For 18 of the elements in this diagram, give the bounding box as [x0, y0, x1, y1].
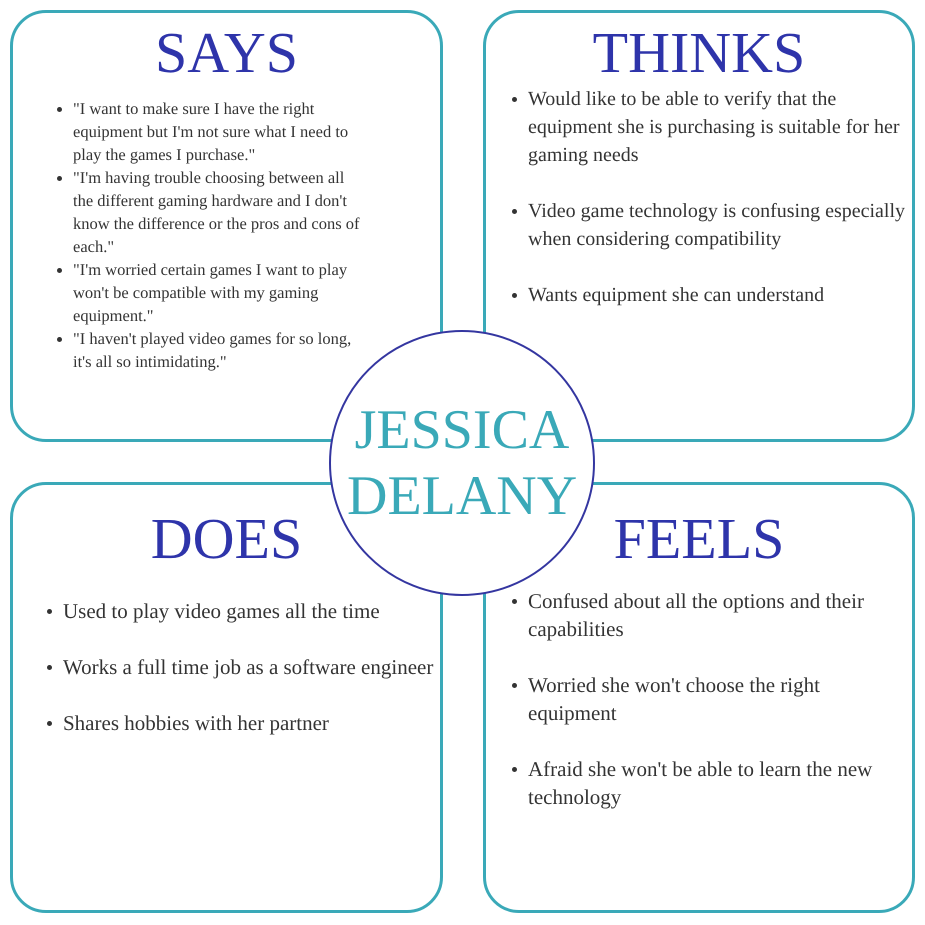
bullet-point: "I'm having trouble choosing between all the different gaming hardware and I don't know the difference or the pros and cons of each."	[73, 167, 361, 258]
bullet-point: Works a full time job as a software engineer	[63, 654, 434, 681]
quadrant-heading: SAYS	[155, 21, 298, 85]
bullet-point: Afraid she won't be able to learn the new technology	[528, 756, 874, 811]
bullet-point: Worried she won't choose the right equipment	[528, 672, 821, 727]
quadrant-heading: FEELS	[614, 507, 784, 571]
bullet-point: Confused about all the options and their capabilities	[528, 588, 865, 643]
bullet-point: "I want to make sure I have the right equipment but I'm not sure what I need to play the games I purchase."	[73, 98, 350, 166]
bullet-point: Wants equipment she can understand	[528, 283, 826, 308]
bullet-point: Would like to be able to verify that the equipment she is purchasing is suitable for her gaming needs	[528, 87, 901, 168]
bullet-point: Video game technology is confusing especially when considering compatibility	[528, 199, 906, 252]
quadrant-heading: THINKS	[592, 21, 806, 85]
bullet-point: "I'm worried certain games I want to play won't be compatible with my gaming equipment."	[73, 259, 348, 327]
bullet-point: "I haven't played video games for so long, it's all so intimidating."	[73, 328, 352, 373]
bullet-point: Shares hobbies with her partner	[63, 710, 330, 737]
bullet-point: Used to play video games all the time	[63, 598, 381, 625]
quadrant-heading: DOES	[150, 507, 302, 571]
persona-name: JESSICA DELANY	[347, 398, 577, 529]
